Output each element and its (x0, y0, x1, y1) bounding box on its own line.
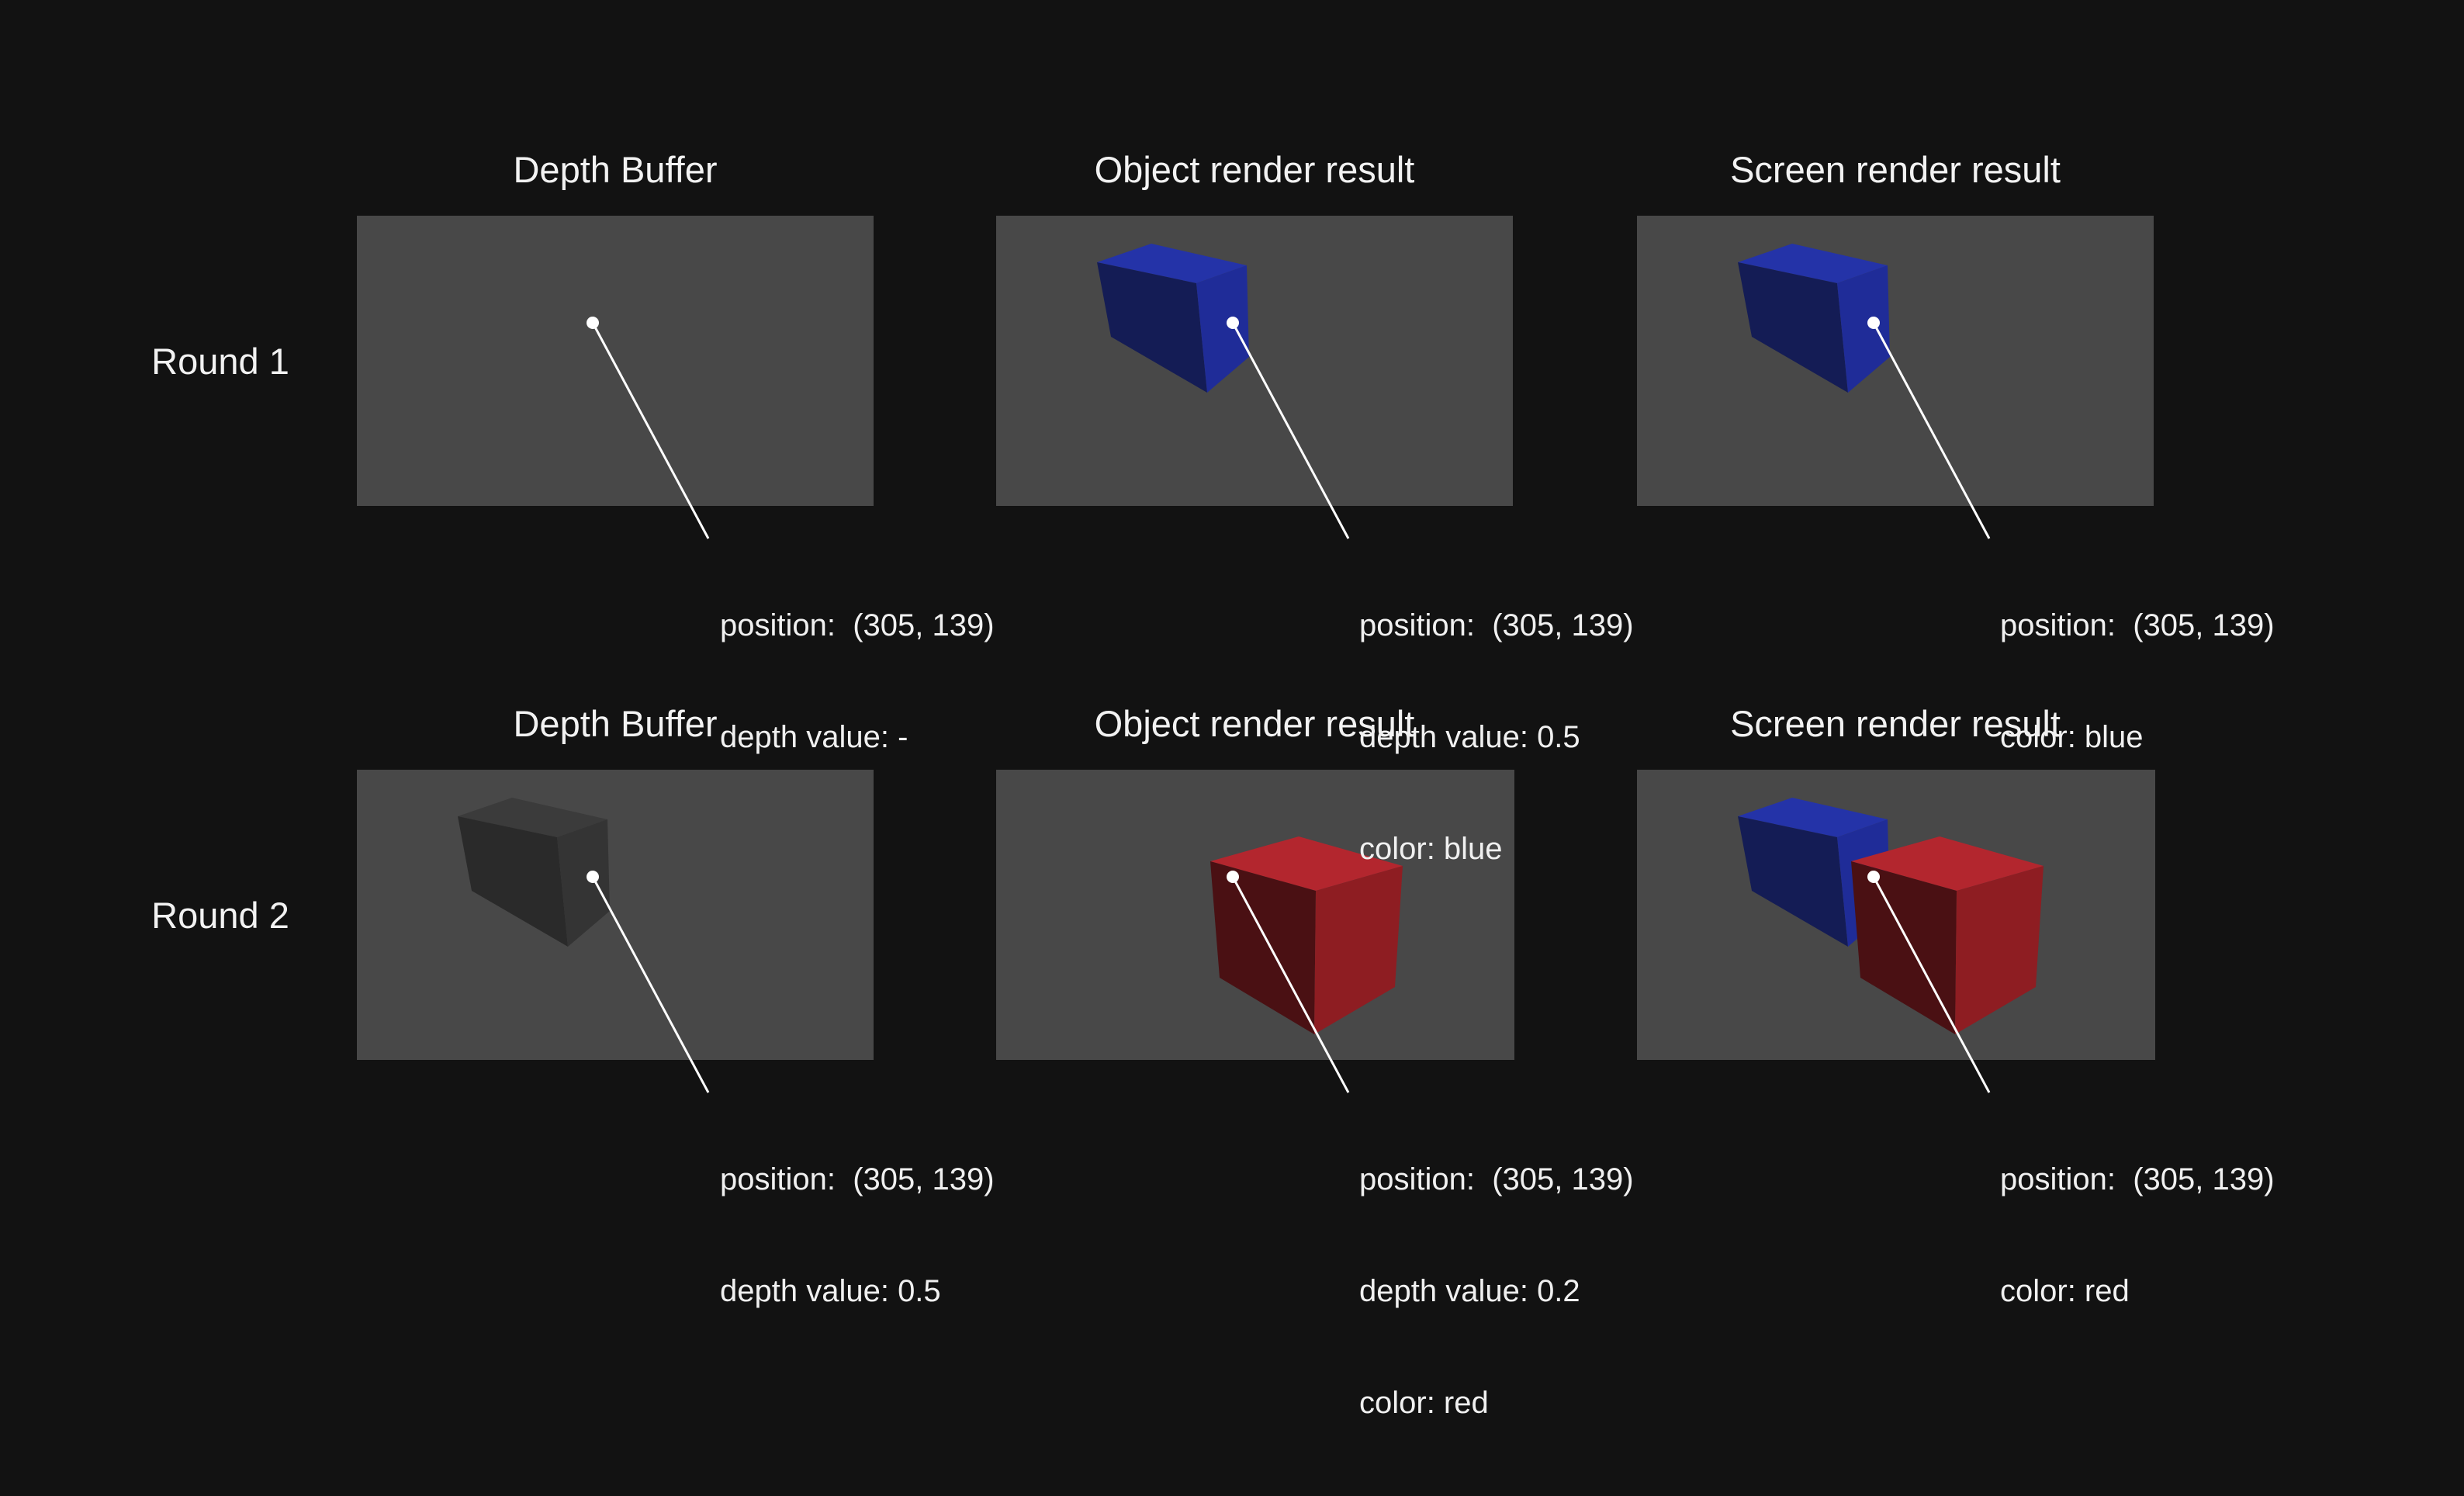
blue-cube-left-face (1738, 816, 1848, 947)
position-text: position: (305, 139) (1359, 1162, 1634, 1196)
round-1-object-render-title: Object render result (1094, 149, 1415, 190)
depth-value-text: depth value: 0.5 (720, 1274, 941, 1308)
position-text: position: (305, 139) (720, 608, 995, 642)
position-text: position: (305, 139) (2000, 608, 2275, 642)
color-text: color: blue (2000, 720, 2144, 754)
position-text: position: (305, 139) (720, 1162, 995, 1196)
round-2-depth-buffer-info: position: (305, 139) depth value: 0.5 (720, 1086, 995, 1384)
sample-point-marker (1227, 871, 1239, 883)
sample-point-marker (587, 871, 599, 883)
blue-cube-top-face (1738, 798, 1888, 837)
blue-cube-left-face (1097, 262, 1207, 393)
red-cube-left-face (1210, 861, 1316, 1034)
round-2-label: Round 2 (151, 895, 289, 936)
red-cube-right-face (1955, 866, 2044, 1034)
red-cube-top-face (1210, 836, 1403, 891)
position-text: position: (305, 139) (2000, 1162, 2275, 1196)
gray-cube-left-face (458, 816, 568, 947)
sample-point-marker (1867, 871, 1880, 883)
round-1-object-render-panel (996, 216, 1513, 506)
sample-point-marker (587, 317, 599, 329)
round-1-screen-render-title: Screen render result (1730, 149, 2061, 190)
round-2-screen-render-title: Screen render result (1730, 703, 2061, 744)
round-2-object-render-title: Object render result (1094, 703, 1415, 744)
position-text: position: (305, 139) (1359, 608, 1634, 642)
depth-value-text: depth value: 0.2 (1359, 1274, 1580, 1308)
round-1-object-render-info: position: (305, 139) depth value: 0.5 co… (1359, 532, 1634, 942)
gray-cube-top-face (458, 798, 607, 837)
round-2-depth-buffer-title: Depth Buffer (513, 703, 718, 744)
depth-value-text: depth value: 0.5 (1359, 720, 1580, 754)
red-cube-left-face (1851, 861, 1957, 1034)
round-2-screen-render-info: position: (305, 139) color: red (2000, 1086, 2275, 1384)
round-1-screen-render-panel (1637, 216, 2154, 506)
diagram-canvas: Round 1 Round 2 Depth Buffer Object rend… (151, 149, 2275, 1420)
round-1-label: Round 1 (151, 341, 289, 382)
blue-cube (1097, 244, 1249, 393)
color-text: color: red (2000, 1274, 2130, 1308)
round-1-depth-buffer-title: Depth Buffer (513, 149, 718, 190)
sample-point-marker (1227, 317, 1239, 329)
blue-cube-left-face (1738, 262, 1848, 393)
round-1-depth-buffer-info: position: (305, 139) depth value: - (720, 532, 995, 830)
round-1-screen-render-info: position: (305, 139) color: blue (2000, 532, 2275, 830)
blue-cube (1738, 244, 1890, 393)
blue-cube-top-face (1097, 244, 1247, 283)
sample-point-marker (1867, 317, 1880, 329)
round-2-object-render-info: position: (305, 139) depth value: 0.2 co… (1359, 1086, 1634, 1496)
blue-cube-top-face (1738, 244, 1888, 283)
color-text: color: red (1359, 1386, 1489, 1420)
color-text: color: blue (1359, 832, 1503, 866)
red-cube-top-face (1851, 836, 2044, 891)
round-1-depth-buffer-panel (357, 216, 874, 506)
depth-value-text: depth value: - (720, 720, 908, 754)
